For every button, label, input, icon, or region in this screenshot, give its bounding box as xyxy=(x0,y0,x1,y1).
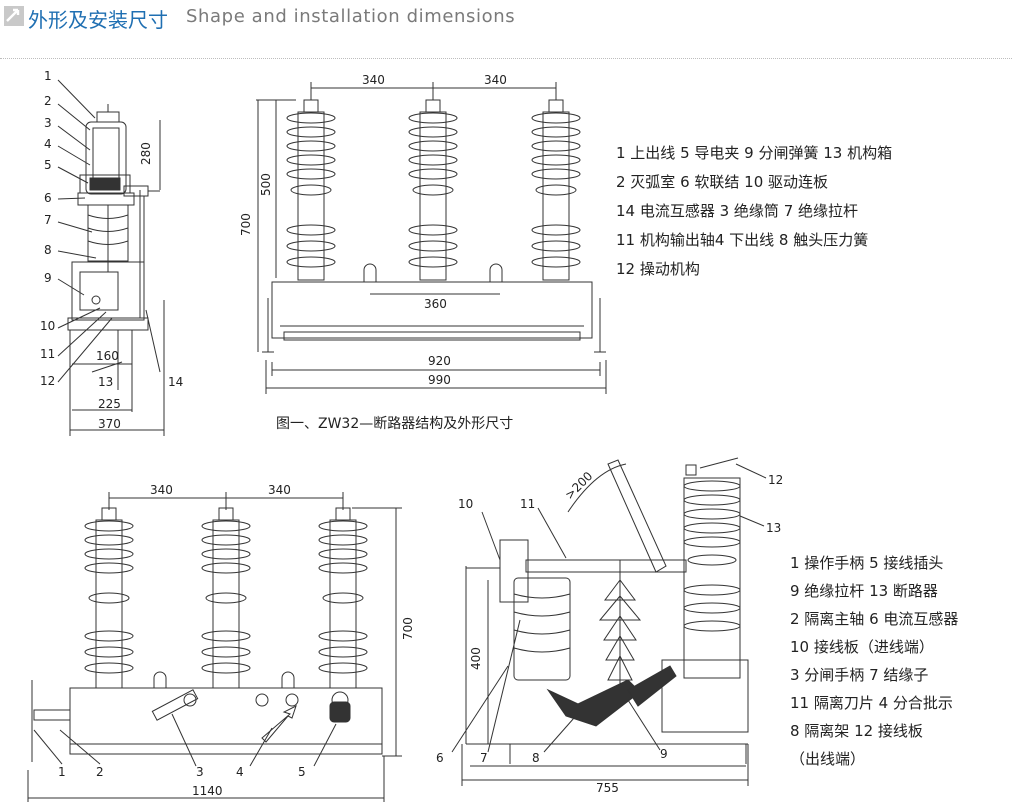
callout2-6: 6 xyxy=(436,751,444,765)
fig2-side-view xyxy=(451,457,767,786)
dim2-340-left: 340 xyxy=(150,483,173,497)
callout2-1: 1 xyxy=(58,765,66,779)
dim-160: 160 xyxy=(96,349,119,363)
callout2-11: 11 xyxy=(520,497,535,511)
callout2-3: 3 xyxy=(196,765,204,779)
callout-14: 14 xyxy=(168,375,183,389)
page-header: 外形及安装尺寸 Shape and installation dimension… xyxy=(0,0,1012,44)
callout-12: 12 xyxy=(40,374,55,388)
header-divider xyxy=(0,58,1012,59)
callout2-10: 10 xyxy=(458,497,473,511)
legend2-line-8: （出线端） xyxy=(790,750,866,768)
dim-920: 920 xyxy=(428,354,451,368)
dim-500: 500 xyxy=(259,173,273,196)
pole-a xyxy=(84,507,134,689)
callout-1: 1 xyxy=(44,69,52,83)
pole-1 xyxy=(286,99,336,281)
figure1-caption: 图一、ZW32—断路器结构及外形尺寸 xyxy=(276,416,513,432)
fig1-side-view xyxy=(57,79,165,436)
dim-225: 225 xyxy=(98,397,121,411)
callout-6: 6 xyxy=(44,191,52,205)
dim2-1140: 1140 xyxy=(192,784,223,798)
callout2-9: 9 xyxy=(660,747,668,761)
pole-3 xyxy=(531,99,581,281)
legend1-line-2: 2 灭弧室 6 软联结 10 驱动连板 xyxy=(616,173,829,191)
callout-4: 4 xyxy=(44,137,52,151)
callout2-7: 7 xyxy=(480,751,488,765)
dim-340-left: 340 xyxy=(362,73,385,87)
legend1-line-4: 11 机构输出轴4 下出线 8 触头压力簧 xyxy=(616,231,869,249)
arrow-corner-icon xyxy=(4,6,24,26)
fig1-front-view xyxy=(256,82,607,394)
callout-3: 3 xyxy=(44,116,52,130)
dim-700: 700 xyxy=(239,213,253,236)
dim-990: 990 xyxy=(428,373,451,387)
callout2-13: 13 xyxy=(766,521,781,535)
legend2-line-4: 10 接线板（进线端） xyxy=(790,638,934,656)
pole-c xyxy=(318,507,368,689)
legend2-line-5: 3 分闸手柄 7 结缘子 xyxy=(790,666,929,684)
callout-7: 7 xyxy=(44,213,52,227)
legend1-line-1: 1 上出线 5 导电夹 9 分闸弹簧 13 机构箱 xyxy=(616,144,893,162)
dim-360: 360 xyxy=(424,297,447,311)
callout2-4: 4 xyxy=(236,765,244,779)
pole-b xyxy=(201,507,251,689)
dim-370: 370 xyxy=(98,417,121,431)
legend2-line-2: 9 绝缘拉杆 13 断路器 xyxy=(790,582,938,600)
legend1-line-5: 12 操动机构 xyxy=(616,260,700,278)
callout2-8: 8 xyxy=(532,751,540,765)
dim2-755: 755 xyxy=(596,781,619,795)
dim-280: 280 xyxy=(139,142,153,165)
dim-340-right: 340 xyxy=(484,73,507,87)
fig2-front-view xyxy=(27,492,402,802)
callout-2: 2 xyxy=(44,94,52,108)
callout2-5: 5 xyxy=(298,765,306,779)
callout-13: 13 xyxy=(98,375,113,389)
dim2-700: 700 xyxy=(401,617,415,640)
dim2-340-right: 340 xyxy=(268,483,291,497)
dim2-400: 400 xyxy=(469,647,483,670)
legend2-line-3: 2 隔离主轴 6 电流互感器 xyxy=(790,610,959,628)
legend2-line-6: 11 隔离刀片 4 分合批示 xyxy=(790,694,953,712)
pole-2 xyxy=(408,99,458,281)
callout-9: 9 xyxy=(44,271,52,285)
legend2-line-7: 8 隔离架 12 接线板 xyxy=(790,722,923,740)
callout-5: 5 xyxy=(44,158,52,172)
callout-8: 8 xyxy=(44,243,52,257)
callout-11: 11 xyxy=(40,347,55,361)
page-title-english: Shape and installation dimensions xyxy=(186,6,516,27)
callout2-2: 2 xyxy=(96,765,104,779)
legend2-line-1: 1 操作手柄 5 接线插头 xyxy=(790,554,944,572)
callout-10: 10 xyxy=(40,319,55,333)
callout2-12: 12 xyxy=(768,473,783,487)
legend1-line-3: 14 电流互感器 3 绝缘筒 7 绝缘拉杆 xyxy=(616,202,859,220)
page-title: 外形及安装尺寸 xyxy=(28,8,168,32)
